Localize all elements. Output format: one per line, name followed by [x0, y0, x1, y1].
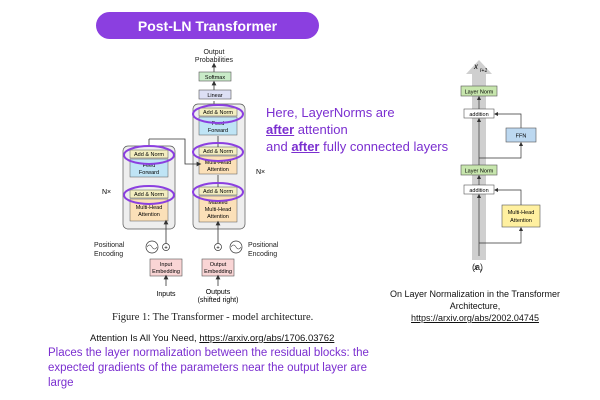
output-embedding-label-1: Output — [210, 262, 227, 268]
highlight-encoder-add-norm-1 — [123, 185, 175, 205]
encoder-add-norm-2 — [129, 149, 169, 159]
decoder-add-norm-1-label: Add & Norm — [203, 189, 233, 195]
reference-2-link[interactable]: https://arxiv.org/abs/2002.04745 — [411, 313, 539, 323]
x-top-subscript: l+1 — [480, 68, 488, 74]
encoder-mha-label-2: Attention — [138, 212, 160, 218]
x-bottom-label: x — [473, 263, 479, 272]
callout-line-3: and after fully connected layers — [266, 138, 448, 155]
decoder-feed-forward-label-2: Forward — [208, 128, 228, 134]
encoder-add-norm-1 — [129, 189, 169, 199]
masked-label-2: Multi-Head — [205, 207, 232, 213]
encoder-feed-forward-label-1: Feed — [143, 163, 156, 169]
x-top-label: x — [473, 62, 479, 71]
output-probabilities-label: Output — [203, 49, 224, 56]
svg-text:+: + — [216, 246, 220, 252]
right-mha-label-1: Multi-Head — [508, 210, 535, 216]
highlight-decoder-add-norm-1 — [192, 182, 244, 202]
encoder-plus-icon — [162, 243, 170, 251]
linear-box — [198, 89, 232, 100]
callout-after-2: after — [291, 139, 320, 154]
highlight-decoder-add-norm-2 — [192, 142, 244, 162]
encoder-add-norm-2-label: Add & Norm — [134, 152, 164, 158]
decoder-plus-icon — [214, 243, 222, 251]
reference-2-text: On Layer Normalization in the Transforme… — [389, 289, 561, 311]
output-probabilities-label-2: Probabilities — [195, 57, 234, 64]
layer-norm-top-label: Layer Norm — [465, 90, 494, 96]
decoder-positional-label-2: Encoding — [248, 251, 277, 258]
highlight-decoder-add-norm-3 — [192, 104, 244, 124]
callout-line-2-rest: attention — [294, 122, 348, 137]
masked-label-1: Masked — [208, 200, 227, 206]
highlight-encoder-add-norm-2 — [123, 145, 175, 165]
decoder-mha-label-2: Attention — [207, 167, 229, 173]
reference-1-text: Attention Is All You Need, — [90, 333, 200, 344]
title-banner: Post-LN Transformer — [96, 12, 319, 39]
input-embedding-label-1: Input — [160, 262, 173, 268]
callout-line-2: after attention — [266, 121, 448, 138]
figure-caption: Figure 1: The Transformer - model archit… — [112, 312, 314, 323]
encoder-multi-head-attention — [129, 198, 169, 222]
encoder-feed-forward-label-2: Forward — [139, 170, 159, 176]
linear-label: Linear — [207, 93, 222, 99]
residual-stream-arrowhead — [466, 60, 492, 74]
decoder-nx-label: N× — [256, 169, 265, 176]
callout-after-1: after — [266, 122, 295, 137]
softmax-label: Softmax — [205, 75, 225, 81]
input-embedding-label-2: Embedding — [152, 269, 180, 275]
ffn-label: FFN — [516, 134, 527, 140]
addition-bottom-label: addition — [469, 188, 488, 194]
x-bottom-subscript: l — [480, 269, 482, 275]
callout-text: Here, LayerNorms are after attention and… — [266, 104, 448, 155]
bottom-note: Places the layer normalization between t… — [48, 347, 369, 389]
decoder-mha-label-1: Multi-Head — [205, 160, 232, 166]
outputs-label-2: (shifted right) — [198, 297, 239, 304]
reference-1: Attention Is All You Need, https://arxiv… — [90, 333, 334, 344]
encoder-positional-label-2: Encoding — [94, 251, 123, 258]
post-ln-diagram: x l+1 Layer Norm addition FFN Layer Norm… — [460, 60, 541, 275]
addition-top-label: addition — [469, 112, 488, 118]
right-mha-label-2: Attention — [510, 218, 532, 224]
encoder-nx-label: N× — [102, 189, 111, 196]
encoder-add-norm-1-label: Add & Norm — [134, 192, 164, 198]
outputs-label-1: Outputs — [206, 289, 231, 296]
transformer-diagram: Output Probabilities Softmax Linear N× A… — [94, 49, 279, 304]
decoder-add-norm-3-label: Add & Norm — [203, 110, 233, 116]
masked-label-3: Attention — [207, 214, 229, 220]
decoder-add-norm-2-label: Add & Norm — [203, 149, 233, 155]
encoder-positional-label-1: Positional — [94, 242, 125, 249]
decoder-positional-label-1: Positional — [248, 242, 279, 249]
inputs-label: Inputs — [156, 291, 176, 298]
decoder-add-norm-3 — [198, 107, 238, 117]
callout-line-3-pre: and — [266, 139, 292, 154]
title-text: Post-LN Transformer — [137, 17, 278, 34]
encoder-mha-label-1: Multi-Head — [136, 205, 163, 211]
layer-norm-middle-label: Layer Norm — [465, 169, 494, 175]
output-embedding-label-2: Embedding — [204, 269, 232, 275]
reference-2: On Layer Normalization in the Transforme… — [365, 288, 585, 324]
callout-line-3-rest: fully connected layers — [319, 139, 449, 154]
reference-1-link[interactable]: https://arxiv.org/abs/1706.03762 — [199, 333, 335, 344]
panel-label: (a) — [472, 262, 483, 272]
callout-line-1: Here, LayerNorms are — [266, 105, 395, 120]
svg-text:+: + — [164, 246, 168, 252]
